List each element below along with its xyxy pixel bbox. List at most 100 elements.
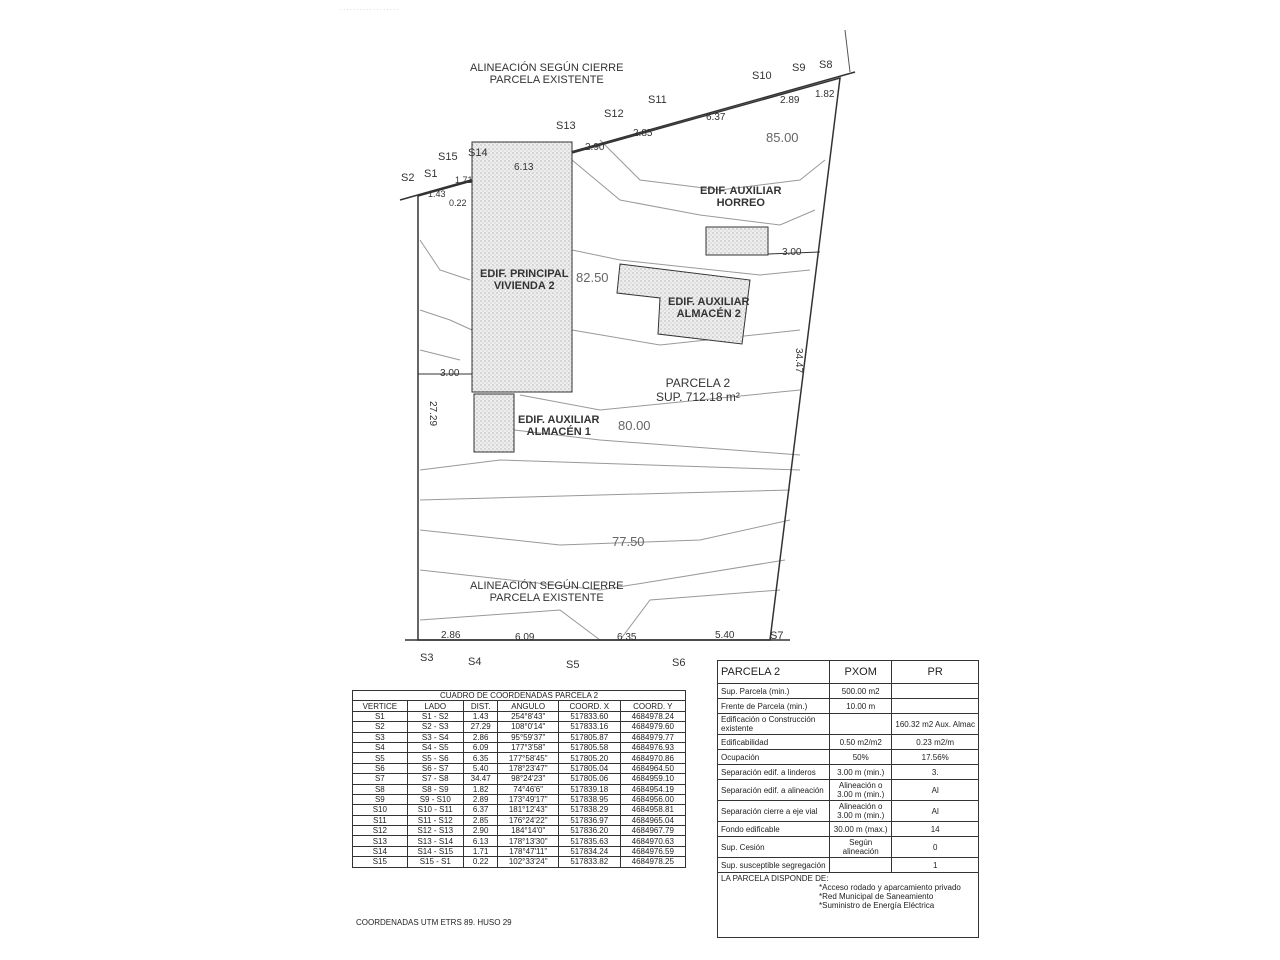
dist-label: 2.85: [633, 128, 653, 139]
table-cell: S10: [352, 804, 408, 816]
table-cell: 4684978.24: [619, 710, 687, 723]
dist-label: 6.35: [617, 632, 637, 643]
table-cell: S5: [352, 752, 408, 764]
table-cell: S12 - S13: [406, 825, 464, 837]
table-cell: S8: [352, 783, 408, 795]
vertex-s14: S14: [468, 147, 488, 159]
table-cell: 0: [891, 836, 979, 858]
dist-label: 2.86: [441, 630, 461, 641]
table-cell: 2.89: [462, 793, 499, 806]
dist-label: 0.22: [449, 198, 467, 208]
table-cell: Separación edif. a alineación: [717, 779, 830, 801]
table-cell: 10.00 m: [828, 698, 893, 714]
column-header: COORD. Y: [619, 700, 687, 712]
table-cell: [828, 857, 893, 873]
table-cell: S3 - S4: [406, 731, 464, 743]
table-cell: 177°3'58": [497, 741, 559, 754]
table-cell: Al: [891, 779, 979, 801]
table-cell: 6.37: [462, 804, 499, 816]
vertex-s11: S11: [648, 94, 667, 106]
table-cell: Sup. susceptible segregación: [717, 857, 830, 873]
column-header: PARCELA 2: [717, 660, 830, 684]
table-cell: 6.09: [462, 741, 499, 754]
dist-label: 1.71: [455, 175, 473, 185]
table-cell: S1: [352, 710, 408, 723]
table-cell: 176°24'22": [497, 814, 559, 827]
table-cell: 254°8'43": [497, 710, 559, 723]
service-item: *Red Municipal de Saneamiento: [819, 892, 934, 901]
table-cell: 2.85: [462, 814, 499, 827]
table-cell: Separación cierre a eje vial: [717, 800, 830, 822]
table-cell: [891, 683, 979, 699]
table-cell: 517839.18: [557, 783, 621, 795]
table-cell: S10 - S11: [406, 804, 464, 816]
table-cell: 517805.87: [557, 731, 621, 743]
contour-label: 85.00: [766, 130, 799, 145]
table-cell: 4684956.00: [619, 793, 687, 806]
service-item: *Suministro de Energía Eléctrica: [819, 901, 935, 910]
vertex-s6: S6: [672, 657, 686, 669]
table-cell: 517833.82: [557, 856, 621, 868]
vertex-s10: S10: [752, 70, 772, 82]
table-cell: S4: [352, 741, 408, 754]
table-cell: 160.32 m2 Aux. Almac: [891, 713, 979, 735]
dist-label: 34.47: [793, 347, 805, 374]
table-cell: 4684965.04: [619, 814, 687, 827]
dist-label: 1.82: [815, 89, 835, 100]
table-cell: Sup. Parcela (min.): [717, 683, 830, 699]
table-cell: 4684959.10: [619, 773, 687, 785]
dist-label: 3.00: [440, 368, 460, 379]
table-cell: 517834.24: [557, 845, 621, 858]
vertex-s4: S4: [468, 656, 482, 668]
table-cell: 14: [891, 821, 979, 837]
table-cell: S8 - S9: [406, 783, 464, 795]
table-cell: 1.82: [462, 783, 499, 795]
column-header: VERTICE: [352, 700, 408, 712]
table-cell: 517805.20: [557, 752, 621, 764]
column-header: DIST.: [462, 700, 499, 712]
table-cell: S6: [352, 762, 408, 775]
table-cell: S2 - S3: [406, 721, 464, 733]
vertex-s12: S12: [604, 108, 624, 120]
table-cell: 50%: [828, 749, 893, 765]
table-cell: 2.86: [462, 731, 499, 743]
table-cell: S2: [352, 721, 408, 733]
column-header: LADO: [406, 700, 464, 712]
table-cell: 177°58'45": [497, 752, 559, 764]
services-title: LA PARCELA DISPONDE DE:: [721, 874, 829, 883]
table-title: CUADRO DE COORDENADAS PARCELA 2: [352, 689, 686, 702]
table-cell: 1.71: [462, 845, 499, 858]
table-cell: 517836.97: [557, 814, 621, 827]
contour-label: 77.50: [612, 534, 645, 549]
contour-lines: [419, 139, 826, 641]
table-cell: 517833.60: [557, 710, 621, 723]
service-item: *Acceso rodado y aparcamiento privado: [819, 883, 961, 892]
table-cell: 1: [891, 857, 979, 873]
coordinate-system-note: COORDENADAS UTM ETRS 89. HUSO 29: [356, 918, 512, 927]
table-cell: S4 - S5: [406, 741, 464, 754]
table-cell: 4684976.93: [619, 741, 687, 754]
table-cell: 74°46'6": [497, 783, 559, 795]
table-cell: 4684967.79: [619, 825, 687, 837]
table-cell: Fondo edificable: [717, 821, 830, 837]
table-cell: 173°49'17": [497, 793, 559, 806]
building-horreo: [705, 226, 769, 256]
table-cell: 108°0'14": [497, 721, 559, 733]
table-cell: 3.: [891, 764, 979, 780]
services-cell: LA PARCELA DISPONDE DE:*Acceso rodado y …: [717, 872, 979, 938]
